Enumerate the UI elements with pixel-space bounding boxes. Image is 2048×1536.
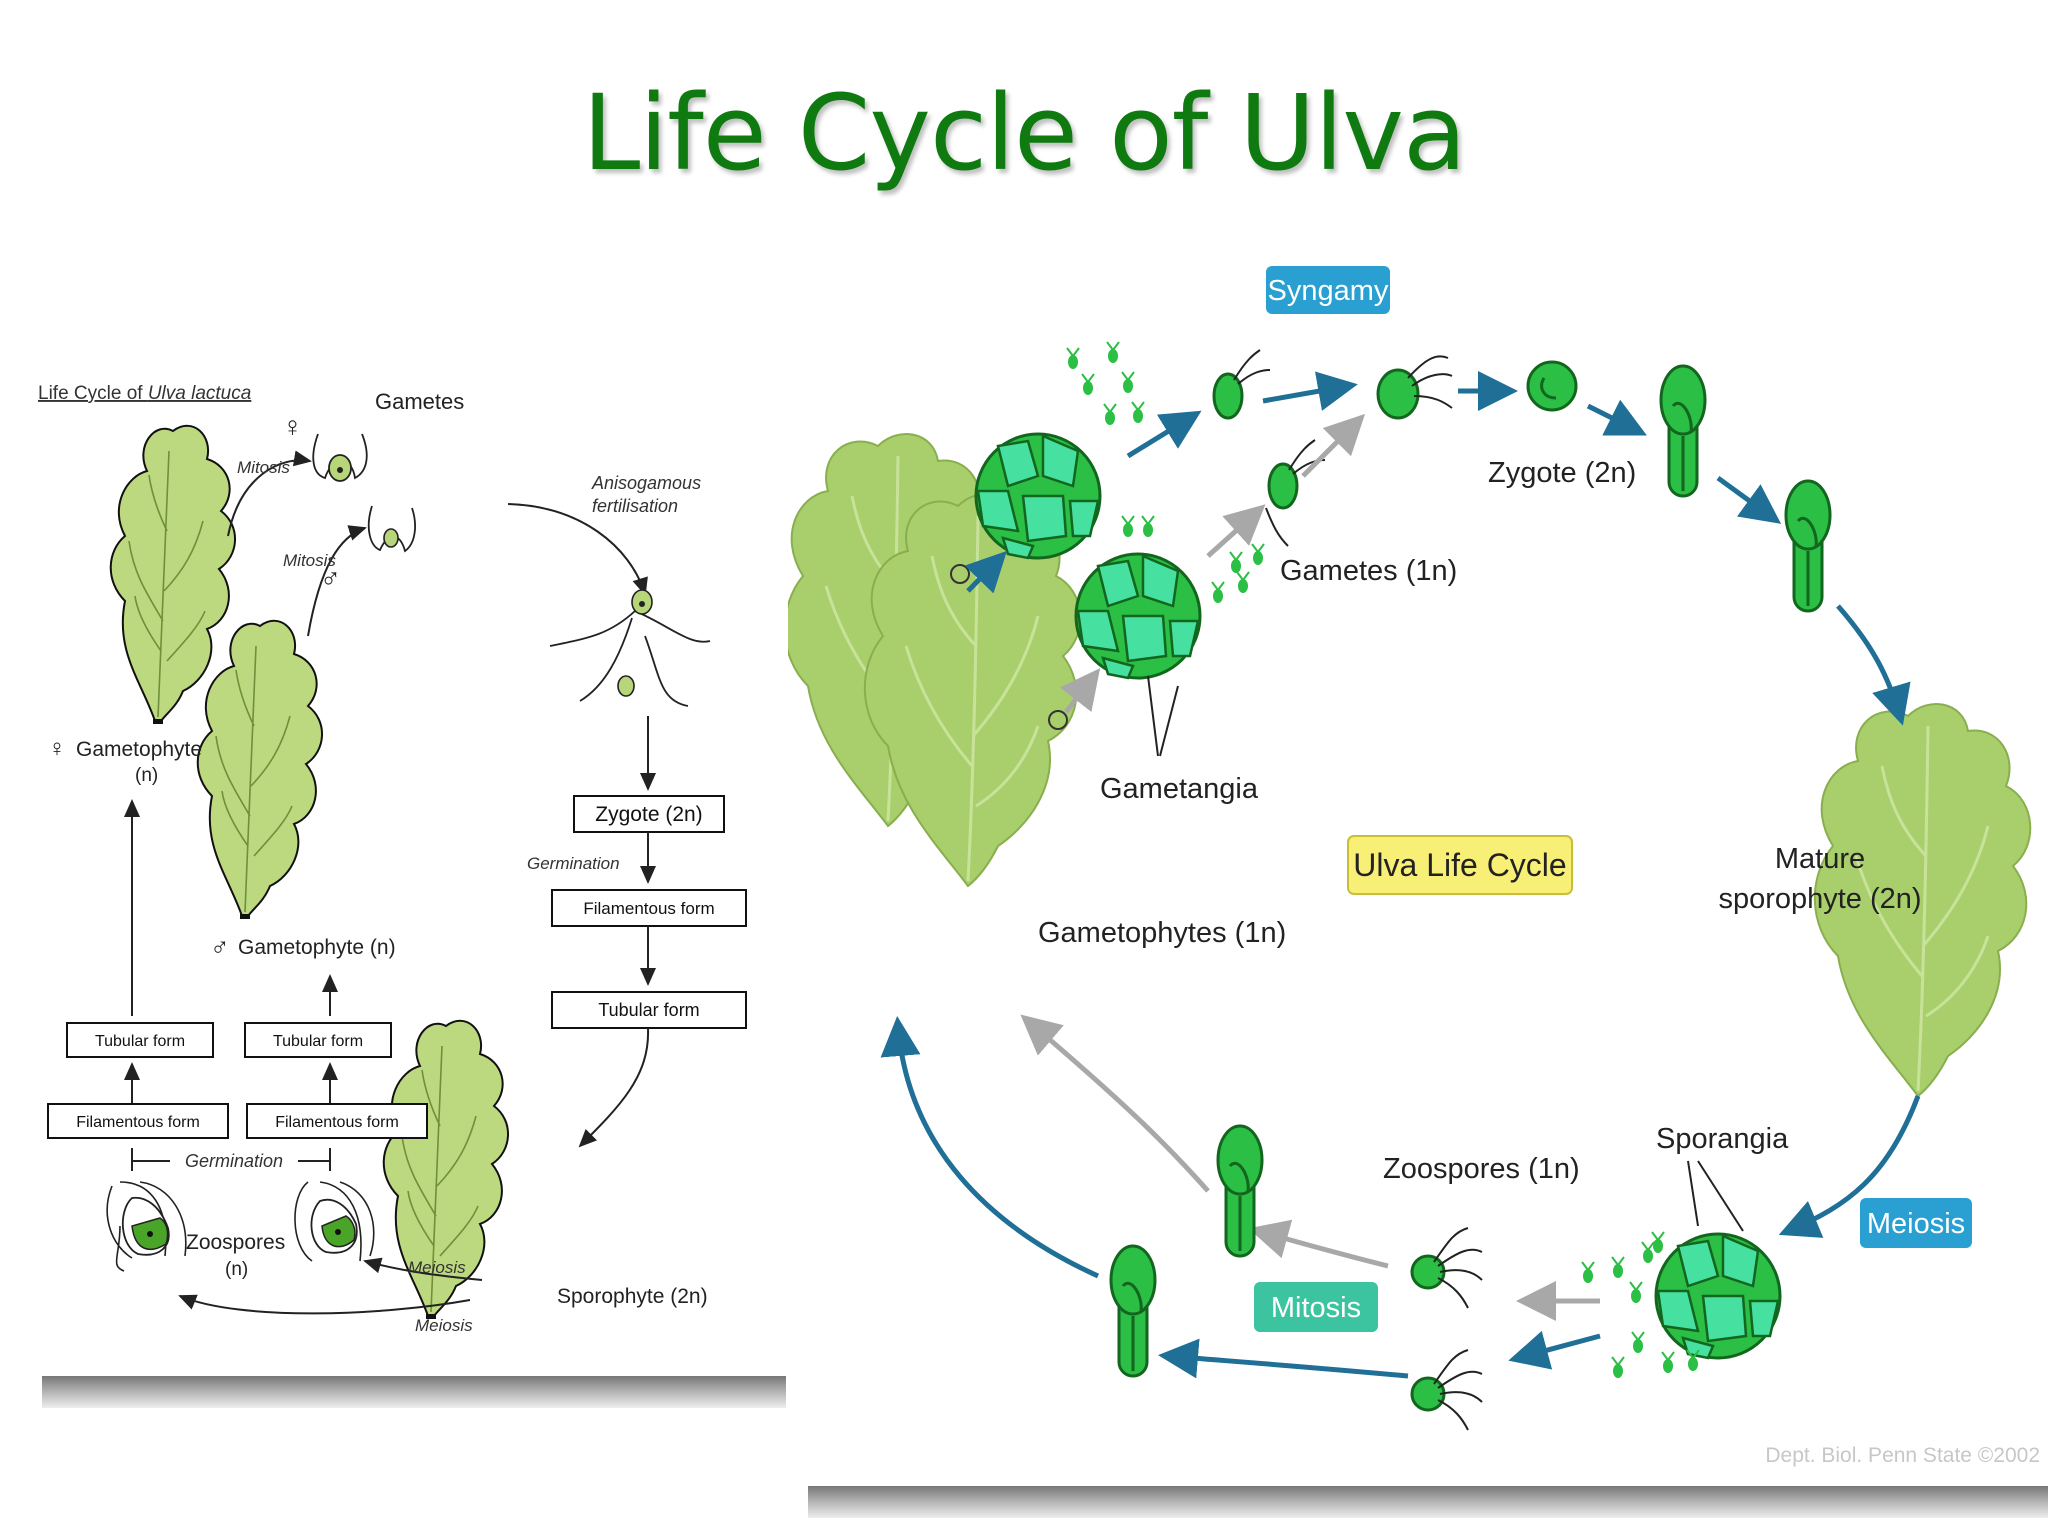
male-gamete-icon — [367, 505, 416, 553]
filamentous-label-right: Filamentous form — [583, 899, 714, 918]
female-gamete-icon — [312, 433, 368, 482]
zoospore-upper-icon — [1410, 1226, 1484, 1310]
mitosis-badge — [1254, 1282, 1378, 1332]
filamentous-box-left-2 — [246, 1103, 428, 1139]
zoospore-lower-icon — [1410, 1348, 1484, 1432]
male-gametophyte-thallus — [196, 619, 324, 920]
gametophytes-label: Gametophytes (1n) — [1038, 917, 1286, 949]
anisogamous-label-1: Anisogamous — [591, 473, 701, 493]
mature-label-2: sporophyte (2n) — [1718, 883, 1921, 915]
right-diagram-panel: Syngamy Zygote (2n) Gametes (1n) Gametan… — [788, 246, 2048, 1486]
germling-bottom-2 — [1109, 1244, 1157, 1378]
left-panel-shadow — [42, 1376, 786, 1408]
germination-label-right: Germination — [527, 854, 620, 873]
tubular-label-left-2: Tubular form — [273, 1033, 363, 1050]
germination-label-bottom: Germination — [185, 1151, 283, 1171]
zygote-box-label: Zygote (2n) — [595, 803, 702, 826]
filamentous-label-left-1: Filamentous form — [76, 1114, 200, 1131]
zoospore-right-icon — [294, 1181, 375, 1262]
left-heading: Life Cycle of Ulva lactuca — [38, 383, 251, 404]
mitosis-label-top: Mitosis — [237, 458, 290, 477]
right-panel-shadow — [808, 1486, 2048, 1518]
female-gametophyte-label: Gametophyte — [76, 738, 202, 761]
zoospores-label: Zoospores — [186, 1231, 285, 1254]
zygote-icon — [1526, 360, 1578, 412]
filamentous-box-left-1 — [47, 1103, 229, 1139]
left-diagram-panel: Life Cycle of Ulva lactuca Gametes ♀ ♂ M… — [20, 356, 786, 1376]
germling-top-1 — [1659, 364, 1707, 498]
center-label: Ulva Life Cycle — [1353, 847, 1566, 883]
meiosis-label: Meiosis — [1867, 1208, 1965, 1240]
filamentous-label-left-2: Filamentous form — [275, 1114, 399, 1131]
sporophyte-label: Sporophyte (2n) — [557, 1285, 708, 1308]
tubular-box-left-2 — [244, 1022, 392, 1058]
zoospores-ploidy: (n) — [225, 1259, 248, 1280]
meiosis-badge — [1860, 1198, 1972, 1248]
left-diagram: Life Cycle of Ulva lactuca Gametes ♀ ♂ M… — [38, 383, 747, 1335]
gametangia-label: Gametangia — [1100, 773, 1259, 805]
gametes-label: Gametes (1n) — [1280, 555, 1457, 587]
germling-top-2 — [1784, 479, 1832, 613]
zygote-label: Zygote (2n) — [1488, 457, 1636, 489]
tubular-box-left-1 — [66, 1022, 214, 1058]
meiosis-label-2: Meiosis — [415, 1316, 473, 1335]
zoospores-label: Zoospores (1n) — [1383, 1153, 1580, 1185]
gamete-female-icon — [1212, 348, 1272, 420]
male-symbol-large: ♂ — [210, 932, 230, 962]
sporangia-label: Sporangia — [1656, 1123, 1789, 1155]
germling-bottom-1 — [1216, 1124, 1264, 1258]
male-gametophyte-label: Gametophyte (n) — [238, 936, 396, 959]
meiosis-label-1: Meiosis — [408, 1258, 466, 1277]
female-gametophyte-ploidy: (n) — [135, 765, 158, 786]
fusing-gametes-icon — [549, 589, 711, 707]
gamete-male-icon — [1267, 438, 1327, 510]
gametangium-upper — [974, 432, 1102, 560]
sporangium-icon — [1654, 1232, 1782, 1360]
zoospore-left-icon — [106, 1181, 187, 1272]
fusing-gamete-icon — [1376, 355, 1453, 420]
tubular-box-right — [551, 991, 747, 1029]
syngamy-label: Syngamy — [1268, 275, 1389, 307]
tubular-label-left-1: Tubular form — [95, 1033, 185, 1050]
center-label-badge — [1347, 835, 1573, 895]
slide-title: Life Cycle of Ulva — [582, 72, 1466, 194]
credit-text: Dept. Biol. Penn State ©2002 — [1765, 1444, 2040, 1467]
gametes-label: Gametes — [375, 389, 464, 414]
gametangium-lower — [1074, 552, 1202, 680]
syngamy-badge — [1266, 266, 1390, 314]
tubular-label-right: Tubular form — [598, 1000, 699, 1020]
mitosis-label: Mitosis — [1271, 1292, 1361, 1324]
female-symbol-large: ♀ — [48, 735, 66, 762]
female-symbol: ♀ — [282, 411, 303, 442]
anisogamous-label-2: fertilisation — [592, 496, 678, 516]
right-diagram: Syngamy Zygote (2n) Gametes (1n) Gametan… — [788, 266, 2040, 1467]
mature-label-1: Mature — [1775, 843, 1865, 875]
mitosis-label-mid: Mitosis — [283, 551, 336, 570]
